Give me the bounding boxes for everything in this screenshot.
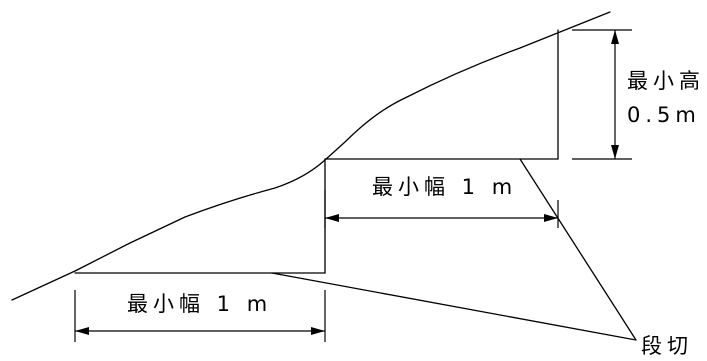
min-height-label-line2: 0.5m	[627, 103, 701, 127]
min-height-label-line1: 最小高	[627, 69, 705, 93]
step-cut-label: 段切	[641, 334, 693, 358]
leader-line-lower	[271, 272, 637, 341]
lower-width-arrow-right	[311, 327, 325, 335]
height-dim-arrow-top	[611, 30, 619, 44]
height-dim-arrow-bottom	[611, 145, 619, 159]
lower-width-arrow-left	[75, 327, 89, 335]
upper-min-width-label: 最小幅 1 m	[372, 175, 517, 199]
ground-slope-line	[11, 11, 611, 301]
upper-width-arrow-left	[325, 214, 339, 222]
upper-width-arrow-right	[544, 214, 558, 222]
lower-min-width-label: 最小幅 1 m	[127, 292, 272, 316]
leader-line-upper	[519, 158, 637, 341]
